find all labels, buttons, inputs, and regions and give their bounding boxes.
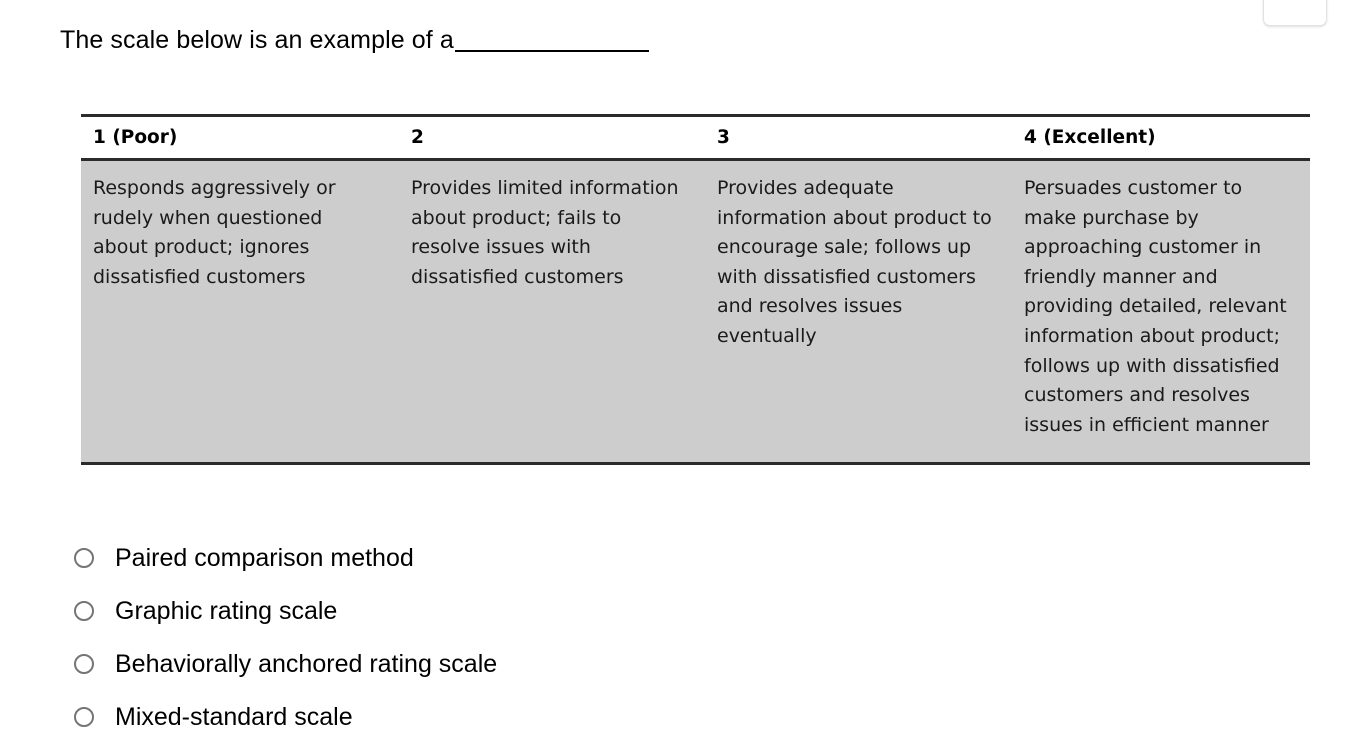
radio-button-icon[interactable] — [74, 547, 94, 568]
column-header-3: 3 — [705, 114, 1012, 161]
rubric-cell-3: Provides adequate information about prod… — [705, 159, 1012, 466]
answer-options-group: Paired comparison method Graphic rating … — [74, 531, 774, 743]
rubric-cell-2: Provides limited information about produ… — [399, 159, 705, 466]
option-label: Behaviorally anchored rating scale — [115, 649, 498, 678]
radio-button-icon[interactable] — [74, 600, 94, 621]
option-label: Paired comparison method — [115, 543, 414, 572]
rubric-cell-1: Responds aggressively or rudely when que… — [81, 159, 399, 466]
table-header-row: 1 (Poor) 2 3 4 (Excellent) — [81, 114, 1310, 161]
radio-button-icon[interactable] — [74, 706, 94, 727]
option-mixed-standard-scale[interactable]: Mixed-standard scale — [74, 690, 774, 743]
column-header-1: 1 (Poor) — [81, 114, 399, 161]
radio-button-icon[interactable] — [74, 653, 94, 674]
clipped-corner-panel — [1263, 0, 1327, 26]
column-header-4: 4 (Excellent) — [1012, 114, 1310, 161]
rubric-cell-4: Persuades customer to make purchase by a… — [1012, 159, 1310, 466]
answer-blank — [454, 50, 649, 52]
rating-scale-table: 1 (Poor) 2 3 4 (Excellent) Responds aggr… — [81, 114, 1310, 466]
option-label: Mixed-standard scale — [115, 702, 353, 731]
question-text: The scale below is an example of a — [60, 26, 454, 54]
option-label: Graphic rating scale — [115, 596, 338, 625]
table-row: Responds aggressively or rudely when que… — [81, 159, 1310, 466]
option-behaviorally-anchored-rating-scale[interactable]: Behaviorally anchored rating scale — [74, 637, 774, 690]
option-graphic-rating-scale[interactable]: Graphic rating scale — [74, 584, 774, 637]
question-prompt: The scale below is an example of a — [60, 24, 649, 56]
column-header-2: 2 — [399, 114, 705, 161]
option-paired-comparison-method[interactable]: Paired comparison method — [74, 531, 774, 584]
